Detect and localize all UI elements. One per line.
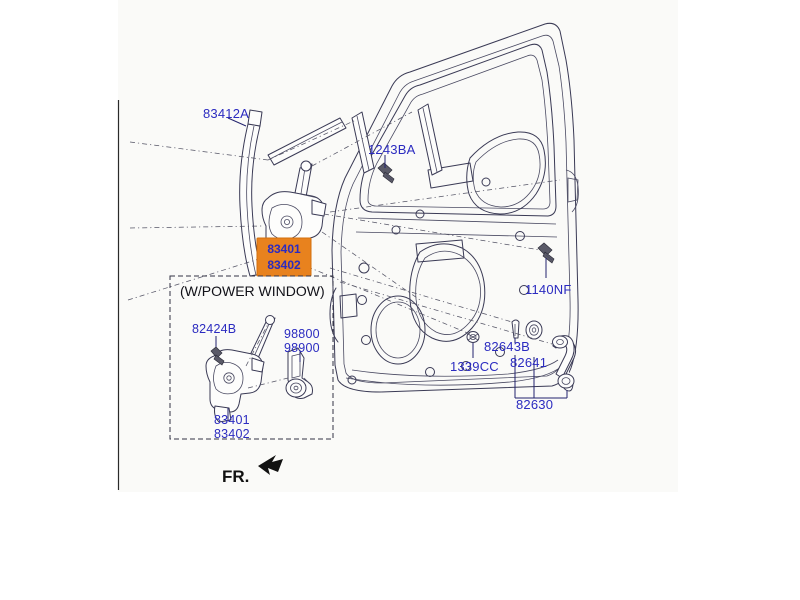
label-1140nf: 1140NF (525, 282, 571, 297)
diagram-content-background (118, 0, 678, 492)
label-98800: 98800 (284, 327, 320, 341)
inset-title-text: (W/POWER WINDOW) (180, 283, 325, 299)
label-1339cc: 1339CC (450, 359, 499, 374)
highlight-part-number-2: 83402 (267, 258, 301, 272)
label-1243ba: 1243BA (368, 142, 416, 157)
label-83402-inset: 83402 (214, 427, 250, 441)
label-83412a: 83412A (203, 106, 249, 121)
highlighted-part-box[interactable]: 83401 83402 (256, 237, 312, 277)
label-82630: 82630 (516, 397, 553, 412)
label-83401-inset: 83401 (214, 413, 250, 427)
screw-1243ba (377, 162, 395, 184)
leader-lines (127, 111, 568, 399)
label-82643b: 82643B (484, 339, 530, 354)
label-82424b: 82424B (192, 322, 236, 336)
door-assembly-outline (329, 22, 579, 393)
highlight-part-number-1: 83401 (267, 242, 301, 256)
label-82641: 82641 (510, 355, 547, 370)
glass-run-channel-part (239, 109, 263, 277)
inset-regulator (205, 315, 276, 423)
inset-screw-82424b (210, 346, 225, 366)
clip-1339cc (466, 331, 480, 343)
fr-arrow-icon (258, 455, 283, 475)
orientation-marker: FR. (222, 455, 283, 486)
window-handle-82630 (552, 335, 577, 392)
fr-label: FR. (222, 467, 249, 486)
bolt-1140nf (537, 242, 555, 264)
label-98900: 98900 (284, 341, 320, 355)
power-window-inset: (W/POWER WINDOW) (169, 275, 334, 441)
escutcheon-82641 (525, 320, 543, 340)
door-sash-strips (267, 103, 443, 176)
inset-motor (285, 347, 313, 399)
